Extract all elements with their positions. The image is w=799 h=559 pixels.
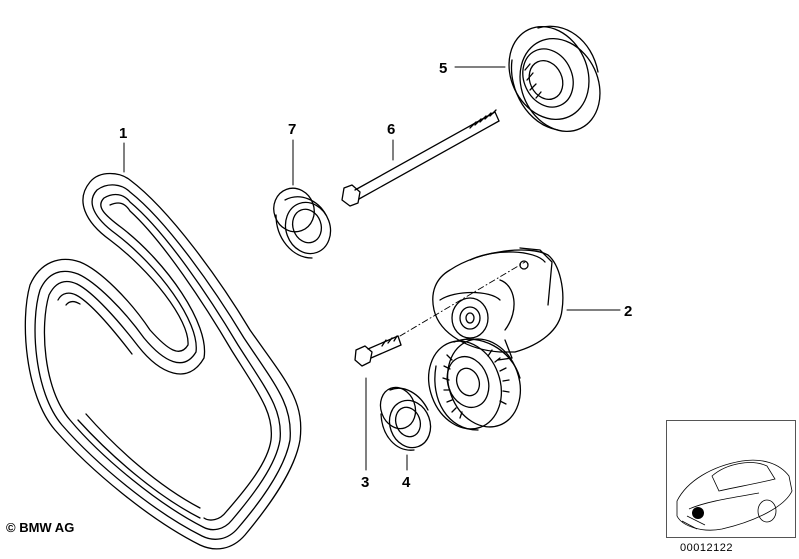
car-outline-icon (676, 459, 793, 531)
short-bolt-part-3[interactable] (354, 335, 402, 367)
callout-3: 3 (361, 474, 369, 491)
copyright-label: © BMW AG (6, 520, 75, 535)
callout-6: 6 (387, 121, 395, 138)
callout-4: 4 (402, 474, 411, 491)
diagram-id: 00012122 (680, 542, 733, 554)
cap-part-7[interactable] (268, 182, 338, 259)
leader-lines (123, 66, 621, 471)
long-bolt-part-6[interactable] (341, 109, 500, 207)
belt-tensioner-part-2[interactable] (432, 247, 564, 361)
callout-1: 1 (119, 125, 127, 142)
callout-7: 7 (288, 121, 296, 138)
vehicle-locator-thumbnail (666, 420, 796, 538)
callout-2: 2 (624, 303, 632, 320)
idler-pulley-part-5[interactable] (494, 13, 614, 144)
tension-roller[interactable] (417, 329, 533, 440)
cap-part-4[interactable] (375, 382, 437, 453)
ribbed-belt[interactable] (24, 172, 302, 550)
location-marker (692, 507, 704, 519)
center-lines (399, 261, 526, 337)
callout-5: 5 (439, 60, 447, 77)
